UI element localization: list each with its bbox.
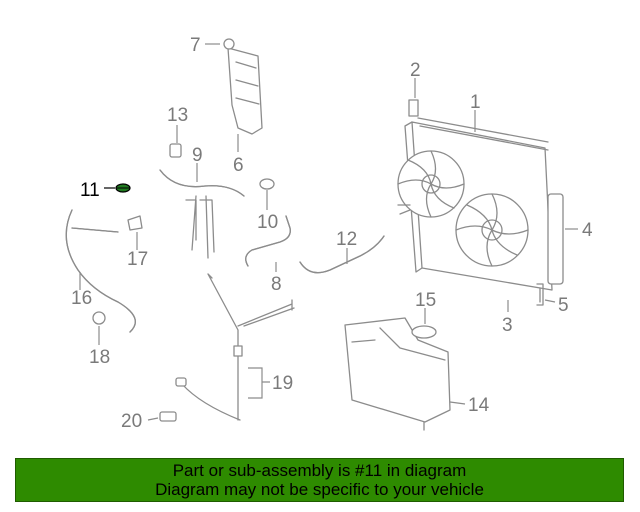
callout-18: 18 [89, 347, 110, 368]
callout-16: 16 [71, 288, 92, 309]
callout-1: 1 [470, 92, 481, 113]
radiator-fan-assembly[interactable] [397, 117, 553, 291]
callout-3: 3 [502, 315, 513, 336]
callout-labels: 1 2 3 4 5 6 7 8 9 10 11 12 13 14 15 16 1… [71, 35, 593, 432]
clamp-10[interactable] [259, 178, 275, 190]
callout-20: 20 [121, 411, 142, 432]
air-duct[interactable] [227, 47, 263, 135]
hose-12[interactable] [299, 235, 385, 274]
fitting-20[interactable] [159, 377, 241, 422]
reservoir-cap[interactable] [411, 325, 437, 339]
callout-2: 2 [410, 60, 421, 81]
callout-15: 15 [415, 290, 436, 311]
coolant-reservoir[interactable] [344, 317, 451, 431]
clamp-18[interactable] [92, 311, 106, 325]
callout-19: 19 [272, 373, 293, 394]
leader-lines [79, 43, 578, 421]
callout-14: 14 [468, 395, 490, 416]
cap-13[interactable] [169, 143, 182, 158]
callout-8: 8 [271, 274, 282, 295]
clip-7[interactable] [223, 38, 235, 50]
diagram-notice-banner: Part or sub-assembly is #11 in diagram D… [15, 458, 624, 502]
side-cooler[interactable] [547, 193, 564, 285]
lower-bracket[interactable] [536, 283, 544, 306]
parts-diagram: 1 2 3 4 5 6 7 8 9 10 11 12 13 14 15 16 1… [65, 35, 593, 432]
callout-10: 10 [257, 212, 278, 233]
callout-13: 13 [167, 105, 188, 126]
callout-12: 12 [336, 229, 357, 250]
clip-17[interactable] [127, 215, 143, 231]
callout-17: 17 [127, 249, 148, 270]
banner-line-1: Part or sub-assembly is #11 in diagram [172, 461, 467, 480]
callout-11: 11 [80, 180, 100, 201]
hose-16[interactable] [65, 209, 136, 333]
part-11-highlighted[interactable] [115, 183, 131, 193]
callout-5: 5 [558, 295, 569, 316]
hose-8[interactable] [245, 215, 291, 267]
hose-9[interactable] [159, 169, 245, 259]
banner-line-2: Diagram may not be specific to your vehi… [155, 480, 484, 499]
callout-4: 4 [582, 220, 593, 241]
radiator-sensor[interactable] [408, 99, 419, 117]
callout-7: 7 [190, 35, 201, 56]
callout-6: 6 [233, 155, 244, 176]
callout-9: 9 [192, 145, 203, 166]
heater-tubes[interactable] [207, 273, 295, 421]
